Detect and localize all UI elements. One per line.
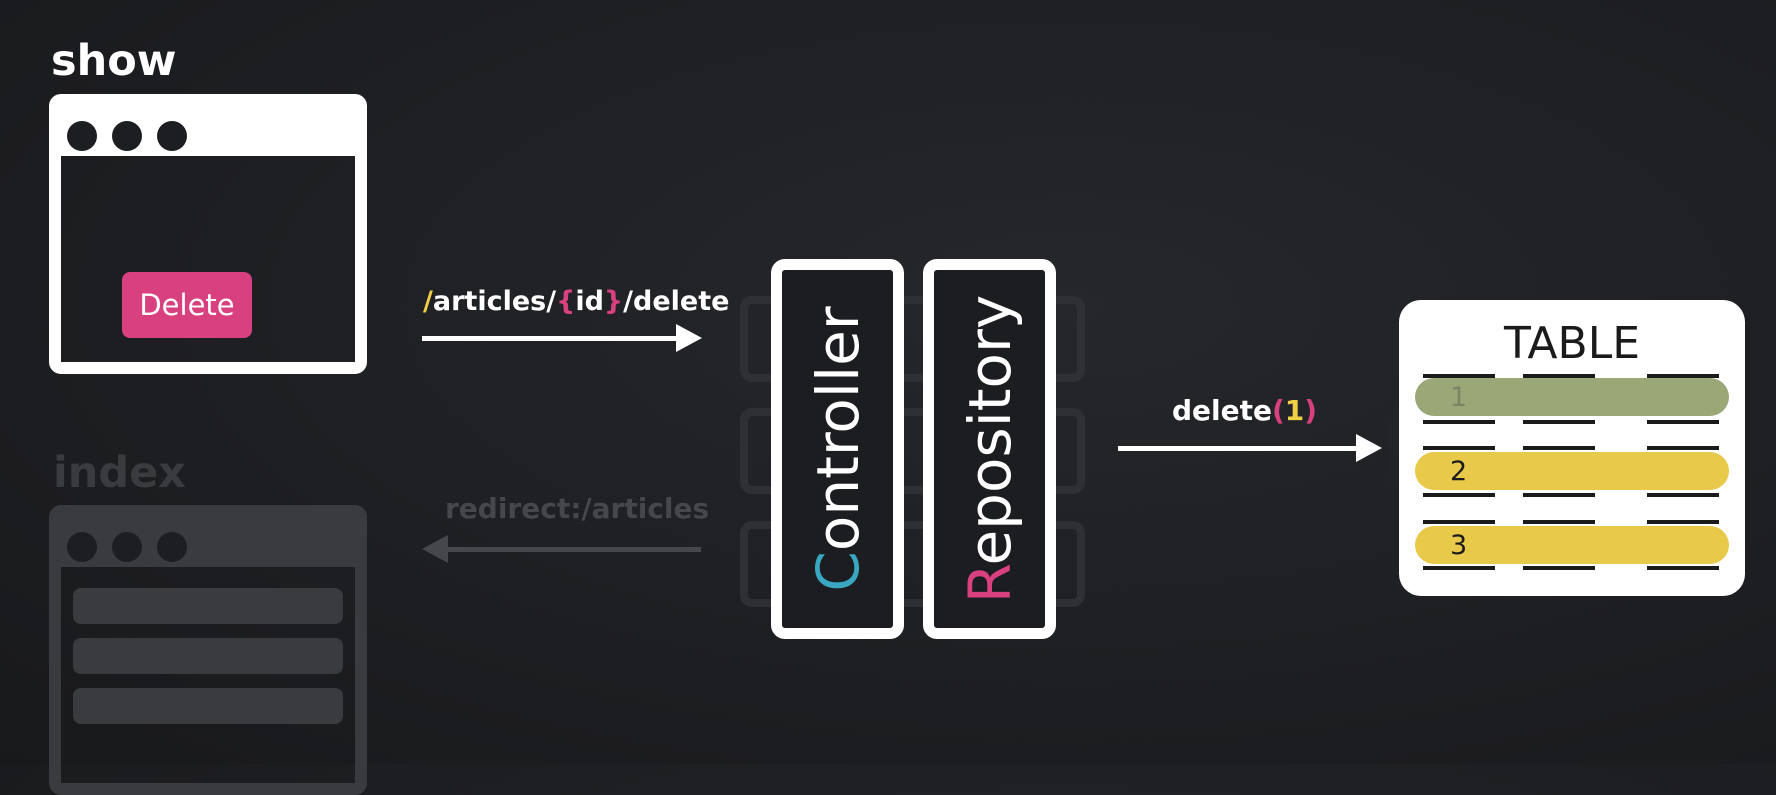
show-title: show (51, 36, 177, 86)
controller-rest: ontroller (803, 306, 872, 552)
table-divider (1423, 446, 1495, 450)
show-window: Delete (49, 94, 367, 374)
controller-initial: C (803, 551, 872, 592)
table-divider (1523, 446, 1595, 450)
repository-rest: epository (955, 294, 1024, 566)
table-divider (1647, 374, 1719, 378)
window-dot-icon (157, 121, 187, 151)
table-divider (1647, 446, 1719, 450)
row-number: 1 (1450, 382, 1468, 413)
delete-arrow-line (1118, 446, 1358, 451)
row-number: 2 (1450, 456, 1468, 487)
table-title: TABLE (1503, 318, 1641, 369)
url-path: articles/ (432, 286, 557, 317)
table-divider (1423, 420, 1495, 424)
redirect-arrow-head (422, 535, 448, 563)
redirect-arrow-line (446, 547, 701, 552)
table-divider (1523, 374, 1595, 378)
redirect-label: redirect:/articles (445, 492, 710, 525)
url-tail: /delete (623, 286, 730, 317)
table-divider (1647, 493, 1719, 497)
index-window (49, 505, 367, 795)
controller-label: Controller (804, 306, 872, 591)
repository-initial: R (955, 565, 1024, 604)
window-dot-icon (112, 121, 142, 151)
repository-label: Repository (956, 295, 1024, 603)
window-dot-icon (67, 121, 97, 151)
window-dot-icon (157, 532, 187, 562)
delete-button[interactable]: Delete (122, 272, 252, 338)
table-divider (1423, 566, 1495, 570)
table-divider (1523, 566, 1595, 570)
title-bar (61, 106, 355, 156)
table-row: 3 (1415, 526, 1729, 564)
delete-call-open: ( (1272, 394, 1285, 427)
title-bar (61, 517, 355, 567)
list-item (73, 588, 343, 624)
table-divider (1647, 520, 1719, 524)
index-title: index (53, 448, 187, 498)
request-arrow-head (676, 324, 702, 352)
delete-call-label: delete(1) (1172, 394, 1317, 427)
list-item (73, 638, 343, 674)
controller-column: Controller (771, 259, 904, 639)
delete-call-close: ) (1304, 394, 1318, 427)
request-url-label: /articles/{id}/delete (423, 286, 729, 317)
url-slash: / (423, 286, 433, 317)
table-divider (1523, 420, 1595, 424)
repository-column: Repository (923, 259, 1056, 639)
table-divider (1423, 520, 1495, 524)
url-id: id (575, 286, 604, 317)
list-item (73, 688, 343, 724)
table-divider (1647, 420, 1719, 424)
table-divider (1423, 374, 1495, 378)
request-arrow-line (422, 336, 678, 341)
table-divider (1647, 566, 1719, 570)
delete-arrow-head (1356, 434, 1382, 462)
server-block (740, 296, 1085, 382)
table-divider (1523, 493, 1595, 497)
table-divider (1523, 520, 1595, 524)
url-brace-open: { (556, 286, 576, 317)
table-card: TABLE 1 2 3 (1399, 300, 1745, 596)
table-row: 1 (1415, 378, 1729, 416)
row-number: 3 (1450, 530, 1468, 561)
table-divider (1423, 493, 1495, 497)
delete-call-arg: 1 (1284, 394, 1305, 427)
table-row: 2 (1415, 452, 1729, 490)
delete-call-name: delete (1172, 394, 1272, 427)
server-block (740, 521, 1085, 607)
window-dot-icon (112, 532, 142, 562)
server-block (740, 408, 1085, 494)
window-dot-icon (67, 532, 97, 562)
url-brace-close: } (603, 286, 624, 317)
